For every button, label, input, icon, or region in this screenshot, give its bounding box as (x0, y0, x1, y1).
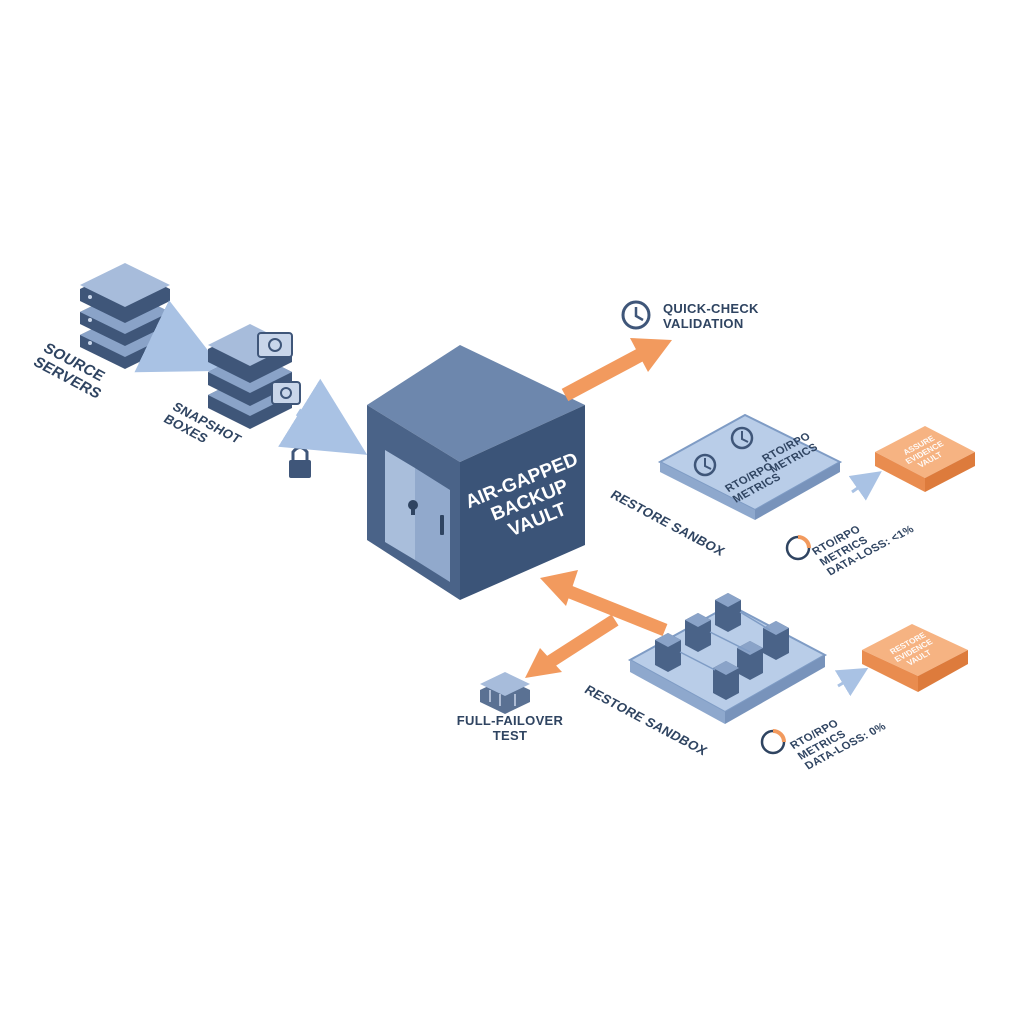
gauge-icon (760, 729, 786, 755)
failover-stack-icon (480, 672, 530, 714)
mini-server-icon (655, 633, 681, 672)
camera-icon (257, 332, 293, 358)
camera-icon (271, 381, 301, 405)
clock-icon (730, 426, 754, 450)
evidence-vault-top-tile (875, 426, 975, 492)
quick-check-label: QUICK-CHECK VALIDATION (663, 301, 759, 331)
snapshot-boxes-icon (208, 324, 292, 429)
restore-sandbox-top-tile (657, 413, 843, 520)
full-failover-label: FULL-FAILOVER TEST (456, 713, 564, 743)
clock-icon (693, 453, 717, 477)
flow-arrow-sandbox-to-failover (525, 614, 619, 678)
source-servers-icon (80, 263, 170, 369)
mini-server-icon (713, 661, 739, 700)
mini-server-icon (737, 641, 763, 680)
evidence-vault-bottom-tile (862, 624, 968, 692)
mini-server-icon (715, 593, 741, 632)
flow-arrow-metrics-to-evidence-bottom (834, 667, 869, 697)
gauge-icon (785, 535, 811, 561)
vault-door-icon (385, 450, 450, 582)
mini-server-icon (763, 621, 789, 660)
flow-arrow-snapshot-to-vault (278, 378, 368, 455)
lock-icon (289, 446, 311, 478)
mini-server-icon (685, 613, 711, 652)
flow-arrow-vault-to-quickcheck (561, 338, 672, 402)
flow-arrow-metrics-to-evidence-top (848, 471, 882, 501)
flow-arrow-source-to-snapshot (134, 300, 224, 373)
flow-arrow-sandbox-to-vault (540, 570, 668, 637)
clock-icon (621, 300, 651, 330)
